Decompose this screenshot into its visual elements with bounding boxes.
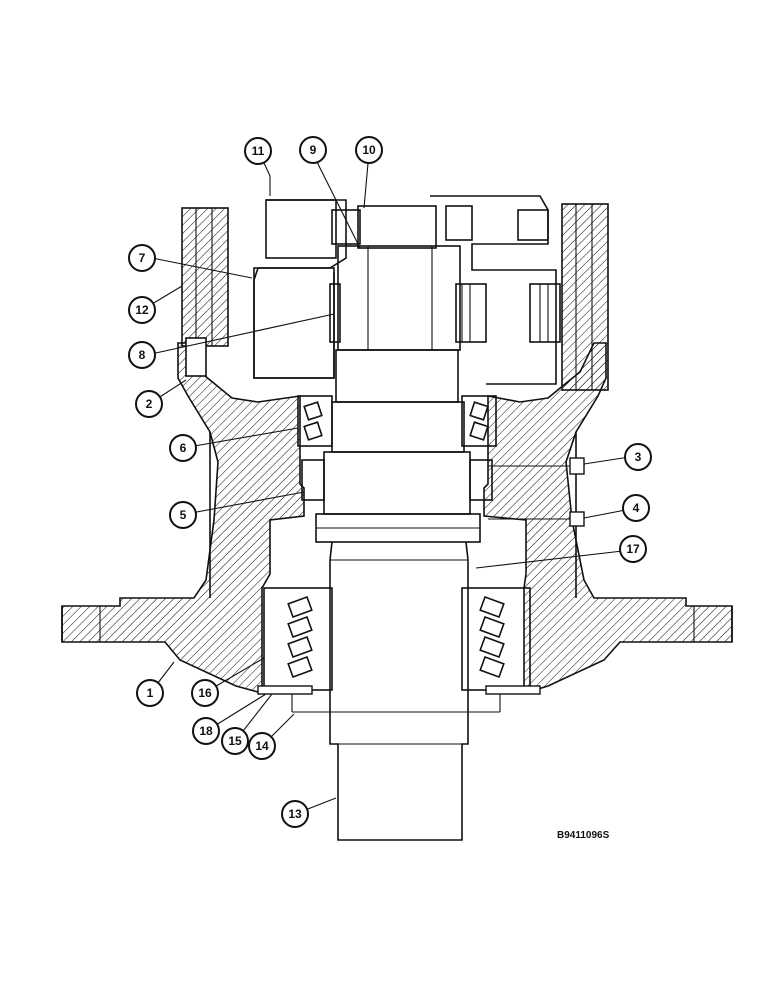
drive-shaft [291,349,501,841]
housing-right-half [483,342,733,693]
upper-bearing [297,395,497,447]
svg-text:2: 2 [146,397,153,411]
svg-text:7: 7 [139,251,146,265]
bolt [185,337,207,377]
callout-18: 18 [192,717,220,745]
lower-bearing [263,587,531,691]
svg-text:11: 11 [252,144,265,158]
callout-6: 6 [169,434,197,462]
callout-4: 4 [622,494,650,522]
planet-carrier [253,195,561,385]
svg-text:9: 9 [310,143,317,157]
seal-ring [301,459,493,501]
plug [569,457,585,475]
callout-9: 9 [299,136,327,164]
callout-13: 13 [281,800,309,828]
callout-11: 11 [244,137,272,165]
ring-gear-left [181,207,229,347]
svg-text:4: 4 [633,501,640,515]
callout-16: 16 [191,679,219,707]
callout-1: 1 [136,679,164,707]
svg-text:17: 17 [626,542,640,556]
ring-gear-right [561,203,609,391]
snap-ring-right [485,685,541,695]
drawing-number: B9411096S [557,830,610,841]
svg-text:6: 6 [180,441,187,455]
svg-text:3: 3 [635,450,642,464]
callout-14: 14 [248,732,276,760]
svg-text:8: 8 [139,348,146,362]
callout-7: 7 [128,244,156,272]
svg-text:5: 5 [180,508,187,522]
svg-text:10: 10 [362,143,376,157]
callout-10: 10 [355,136,383,164]
svg-text:12: 12 [135,303,149,317]
callout-2: 2 [135,390,163,418]
svg-text:14: 14 [255,739,269,753]
callout-12: 12 [128,296,156,324]
svg-text:16: 16 [198,686,212,700]
svg-text:15: 15 [228,734,242,748]
callout-5: 5 [169,501,197,529]
svg-text:1: 1 [147,686,154,700]
plug-lower [569,511,585,527]
callout-15: 15 [221,727,249,755]
snap-ring [257,685,313,695]
housing [61,342,733,693]
callout-8: 8 [128,341,156,369]
svg-text:13: 13 [288,807,302,821]
callout-17: 17 [619,535,647,563]
housing-left-half [61,342,305,693]
svg-text:18: 18 [199,724,213,738]
callout-3: 3 [624,443,652,471]
